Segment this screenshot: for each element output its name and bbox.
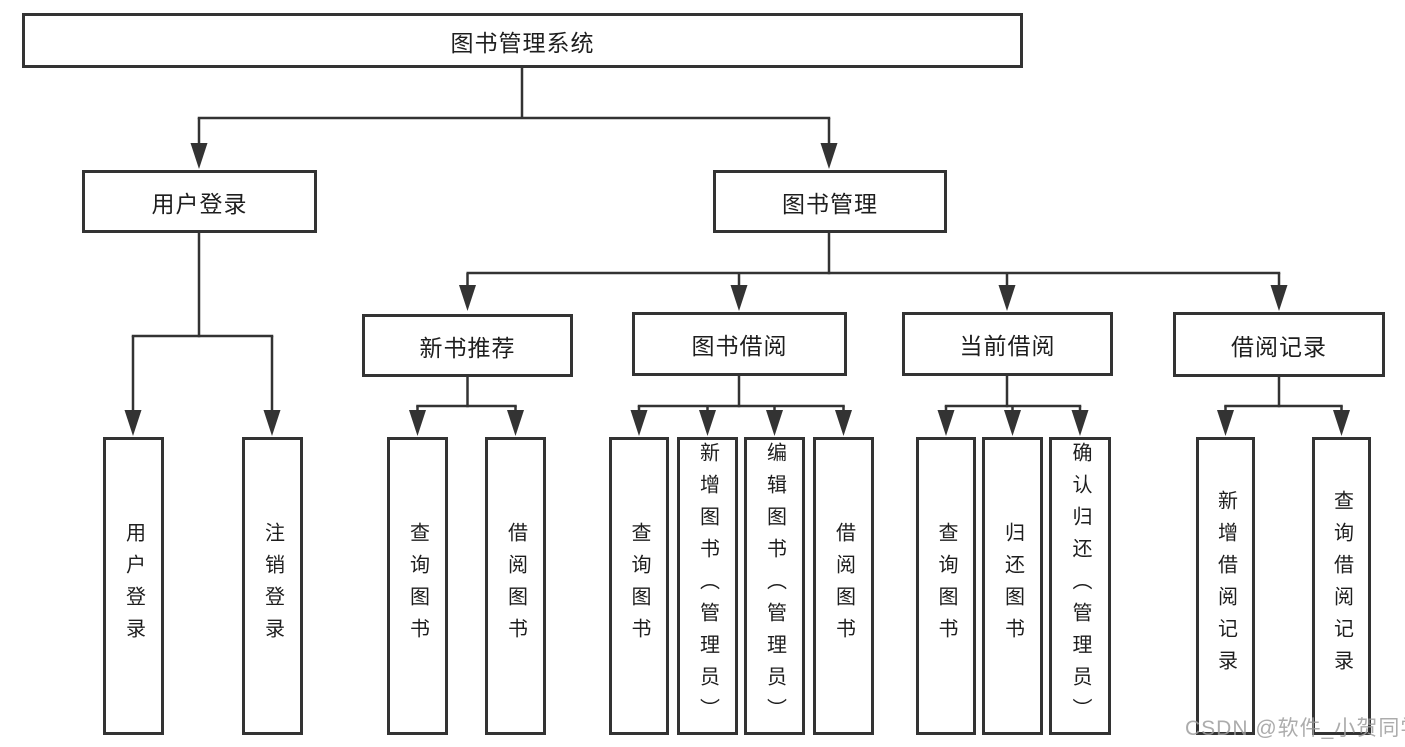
node-book-management: 图书管理	[713, 170, 947, 233]
node-current-borrow: 当前借阅	[902, 312, 1113, 376]
leaf-query-borrow-record: 查询借阅记录	[1312, 437, 1371, 735]
node-new-book-recommend: 新书推荐	[362, 314, 573, 377]
leaf-edit-book-admin: 编辑图书（管理员）	[744, 437, 805, 735]
node-library-management-system: 图书管理系统	[22, 13, 1023, 68]
leaf-query-books-current: 查询图书	[916, 437, 976, 735]
node-borrow-records: 借阅记录	[1173, 312, 1385, 377]
leaf-add-borrow-record: 新增借阅记录	[1196, 437, 1255, 735]
leaf-confirm-return-admin: 确认归还（管理员）	[1049, 437, 1111, 735]
leaf-return-book: 归还图书	[982, 437, 1043, 735]
leaf-add-book-admin: 新增图书（管理员）	[677, 437, 738, 735]
csdn-watermark: CSDN @软件_小贺同学	[1185, 717, 1405, 740]
leaf-query-books-recommend: 查询图书	[387, 437, 448, 735]
leaf-user-login: 用户登录	[103, 437, 164, 735]
leaf-borrow-books-recommend: 借阅图书	[485, 437, 546, 735]
leaf-logout-login: 注销登录	[242, 437, 303, 735]
node-user-login: 用户登录	[82, 170, 317, 233]
leaf-borrow-books: 借阅图书	[813, 437, 874, 735]
leaf-query-books-borrow: 查询图书	[609, 437, 669, 735]
node-book-borrow: 图书借阅	[632, 312, 847, 376]
